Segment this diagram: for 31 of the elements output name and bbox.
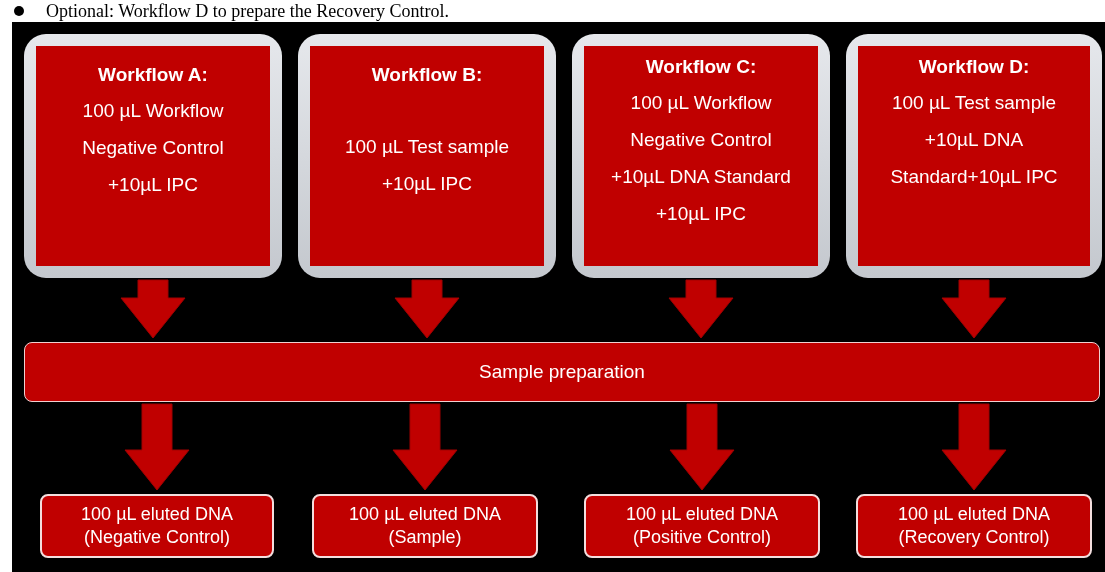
output-label: 100 µL eluted DNA (Positive Control) xyxy=(625,503,779,549)
workflow-heading: Workflow C: xyxy=(645,55,757,79)
workflow-card xyxy=(572,34,830,278)
workflow-heading: Workflow D: xyxy=(918,55,1030,79)
block-arrow xyxy=(669,403,735,491)
block-arrow xyxy=(394,279,460,339)
workflow-description: 100 µL Workflow Negative Control +10µL DNA Standard +10µL IPC xyxy=(610,91,792,226)
workflow-card xyxy=(298,34,556,278)
workflow-description: 100 µL Test sample +10µL IPC xyxy=(343,135,511,196)
block-arrow xyxy=(124,403,190,491)
block-arrow xyxy=(941,279,1007,339)
workflow-card xyxy=(24,34,282,278)
output-label: 100 µL eluted DNA (Negative Control) xyxy=(80,503,234,549)
workflow-description: 100 µL Workflow Negative Control +10µL IPC xyxy=(81,99,225,197)
workflow-heading: Workflow B: xyxy=(371,63,483,87)
note-text: Optional: Workflow D to prepare the Recovery Control. xyxy=(46,0,450,22)
output-box xyxy=(584,494,820,558)
output-box xyxy=(312,494,538,558)
block-arrow xyxy=(392,403,458,491)
workflow-heading: Workflow A: xyxy=(98,63,208,87)
block-arrow xyxy=(941,403,1007,491)
block-arrow xyxy=(668,279,734,339)
workflow-card xyxy=(846,34,1102,278)
output-box xyxy=(856,494,1092,558)
output-label: 100 µL eluted DNA (Sample) xyxy=(348,503,502,549)
workflow-description: 100 µL Test sample +10µL DNA Standard+10µL IPC xyxy=(889,91,1059,189)
block-arrow xyxy=(120,279,186,339)
process-label: Sample preparation xyxy=(479,359,645,384)
process-bar xyxy=(24,342,1100,402)
output-box xyxy=(40,494,274,558)
output-label: 100 µL eluted DNA (Recovery Control) xyxy=(897,503,1051,549)
